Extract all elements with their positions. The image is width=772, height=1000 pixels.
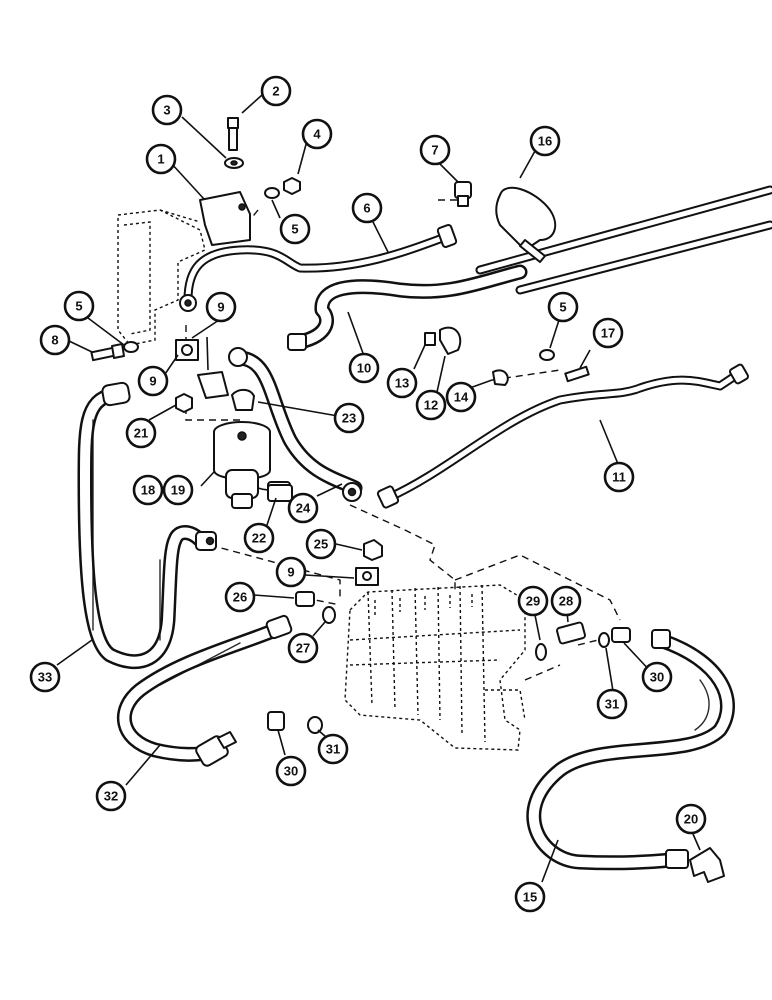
callout-17: 17	[592, 317, 624, 349]
callout-1-label: 1	[157, 152, 164, 167]
callout-31b: 31	[317, 733, 349, 765]
callout-6-label: 6	[363, 201, 370, 216]
callout-4-label: 4	[313, 127, 321, 142]
callout-6: 6	[351, 192, 383, 224]
callout-16-label: 16	[538, 134, 552, 149]
callout-24: 24	[287, 492, 319, 524]
leader-lines	[56, 94, 701, 883]
callout-5b-label: 5	[75, 299, 82, 314]
control-valve-block-outline	[344, 584, 526, 751]
callout-11: 11	[603, 461, 635, 493]
callout-4: 4	[301, 118, 333, 150]
callout-23-label: 23	[342, 411, 356, 426]
callout-18-label: 18	[141, 483, 155, 498]
callout-5c: 5	[547, 291, 579, 323]
frame-bracket-outline	[117, 209, 206, 346]
callout-5c-label: 5	[559, 300, 566, 315]
callout-29: 29	[517, 585, 549, 617]
callout-13: 13	[386, 367, 418, 399]
callout-19-label: 19	[171, 483, 185, 498]
callout-26: 26	[224, 581, 256, 613]
callout-8: 8	[39, 324, 71, 356]
callout-28-label: 28	[559, 594, 573, 609]
tube-11	[376, 363, 749, 509]
callout-17-label: 17	[601, 326, 615, 341]
callout-25-label: 25	[314, 537, 328, 552]
callout-13-label: 13	[395, 376, 409, 391]
callout-27-label: 27	[296, 641, 310, 656]
callout-18: 18	[132, 474, 164, 506]
callout-5b: 5	[63, 290, 95, 322]
callout-9b-label: 9	[149, 374, 156, 389]
callout-15: 15	[514, 881, 546, 913]
pressure-valve-body	[213, 421, 291, 509]
callout-5a-label: 5	[291, 222, 298, 237]
callout-31a: 31	[596, 688, 628, 720]
callout-9b: 9	[137, 365, 169, 397]
callout-14: 14	[445, 381, 477, 413]
callout-8-label: 8	[51, 333, 58, 348]
fittings	[90, 117, 725, 883]
callout-1: 1	[145, 143, 177, 175]
callout-33: 33	[29, 661, 61, 693]
hose-15	[526, 629, 735, 871]
callout-30b: 30	[275, 755, 307, 787]
hose-6	[179, 224, 458, 312]
callout-15-label: 15	[523, 890, 537, 905]
hose-32	[116, 614, 293, 767]
callout-27: 27	[287, 632, 319, 664]
callout-9a-label: 9	[217, 300, 224, 315]
callout-20: 20	[675, 803, 707, 835]
callout-12-label: 12	[424, 398, 438, 413]
callout-2-label: 2	[272, 84, 279, 99]
callout-30a: 30	[641, 661, 673, 693]
callout-5a: 5	[279, 213, 311, 245]
callout-14-label: 14	[454, 390, 469, 405]
callout-22-label: 22	[252, 531, 266, 546]
callout-3-label: 3	[163, 103, 170, 118]
callout-3: 3	[151, 94, 183, 126]
callout-30b-label: 30	[284, 764, 298, 779]
tube-pair-top-right	[475, 185, 772, 295]
callout-10: 10	[348, 352, 380, 384]
callout-29-label: 29	[526, 594, 540, 609]
callout-11-label: 11	[612, 470, 626, 485]
callout-2: 2	[260, 75, 292, 107]
callout-32: 32	[95, 780, 127, 812]
callout-16: 16	[529, 125, 561, 157]
assembly-dashed-lines	[185, 199, 621, 681]
callout-32-label: 32	[104, 789, 118, 804]
callout-33-label: 33	[38, 670, 52, 685]
hose-33	[77, 381, 217, 670]
callout-31b-label: 31	[326, 742, 340, 757]
callout-12: 12	[415, 389, 447, 421]
callout-30a-label: 30	[650, 670, 664, 685]
callout-31a-label: 31	[605, 697, 619, 712]
callout-9c: 9	[275, 556, 307, 588]
callout-9a: 9	[205, 291, 237, 323]
hose-10	[287, 264, 528, 351]
callout-26-label: 26	[233, 590, 247, 605]
callout-22: 22	[243, 522, 275, 554]
callout-19: 19	[162, 474, 194, 506]
callout-21: 21	[125, 417, 157, 449]
callout-7-label: 7	[431, 143, 438, 158]
callout-20-label: 20	[684, 812, 698, 827]
callout-21-label: 21	[134, 426, 148, 441]
callout-23: 23	[333, 402, 365, 434]
callout-9c-label: 9	[287, 565, 294, 580]
callout-25: 25	[305, 528, 337, 560]
hose-24	[228, 347, 363, 502]
callout-10-label: 10	[357, 361, 371, 376]
callout-24-label: 24	[296, 501, 311, 516]
callout-28: 28	[550, 585, 582, 617]
callout-7: 7	[419, 134, 451, 166]
